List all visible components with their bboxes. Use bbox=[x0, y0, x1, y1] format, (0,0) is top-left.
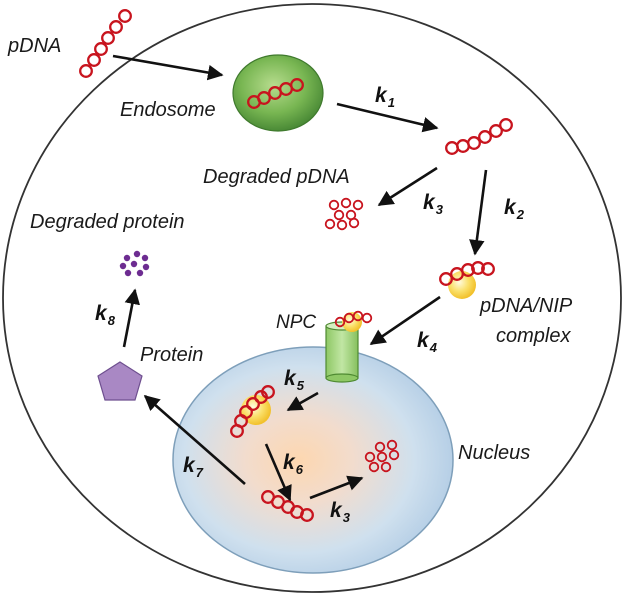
rate-k6: k6 bbox=[283, 451, 303, 477]
rate-k4: k4 bbox=[417, 329, 437, 355]
pdna-ring bbox=[79, 64, 93, 78]
pdna-ring bbox=[376, 451, 388, 463]
pdna-ring bbox=[261, 385, 275, 399]
rate-k2: k2 bbox=[504, 196, 524, 222]
degraded-pdna-label: Degraded pDNA bbox=[203, 166, 350, 188]
pdna-ring bbox=[348, 217, 360, 229]
pdna-ring bbox=[481, 262, 495, 276]
degraded-protein-label: Degraded protein bbox=[30, 211, 185, 233]
pdna-ring bbox=[361, 312, 373, 324]
rate-k7: k7 bbox=[183, 454, 203, 480]
pdna-ring bbox=[499, 118, 513, 132]
pdna-ring bbox=[239, 405, 253, 419]
pdna-ring bbox=[300, 508, 314, 522]
pdna-ring bbox=[336, 219, 348, 231]
arrow-k1 bbox=[336, 102, 439, 133]
pdna-ring bbox=[334, 316, 346, 328]
pdna-fragments-cyto bbox=[324, 197, 364, 231]
pdna-ring bbox=[364, 451, 376, 463]
pdna-ring bbox=[388, 449, 400, 461]
pdna-ring bbox=[87, 53, 101, 67]
pdna-ring bbox=[290, 78, 304, 92]
pdna-ring bbox=[352, 199, 364, 211]
nucleus-label: Nucleus bbox=[458, 442, 531, 464]
arrow-k3-cytoplasm bbox=[377, 166, 438, 207]
pdna-ring bbox=[478, 130, 492, 144]
pdna-ring bbox=[328, 199, 340, 211]
complex-label-line1: pDNA/NIP bbox=[480, 295, 573, 317]
pdna-ring bbox=[471, 261, 485, 275]
endosome-label: Endosome bbox=[120, 99, 216, 121]
pdna-ring bbox=[333, 209, 345, 221]
pdna-rings bbox=[79, 9, 513, 522]
pdna-ring bbox=[324, 218, 336, 230]
rate-k5: k5 bbox=[284, 367, 304, 393]
pdna-chain-complex bbox=[439, 261, 495, 286]
endosome-vesicle bbox=[232, 54, 324, 132]
complex-label-line2: complex bbox=[496, 325, 571, 347]
degraded-protein-dots bbox=[119, 250, 150, 277]
arrow-k3-nucleus bbox=[309, 475, 364, 500]
arrow-k8 bbox=[122, 288, 140, 348]
protein-pentagon bbox=[97, 361, 143, 401]
pdna-ring bbox=[101, 31, 115, 45]
pdna-ring bbox=[368, 461, 380, 473]
arrow-pdna-to-endosome bbox=[112, 54, 224, 81]
rate-k3-nucleus: k3 bbox=[330, 499, 350, 525]
pdna-ring bbox=[461, 263, 475, 277]
pdna-ring bbox=[374, 441, 386, 453]
pdna-chain-npc bbox=[334, 310, 373, 328]
protein-label: Protein bbox=[140, 344, 204, 366]
pdna-ring bbox=[246, 397, 260, 411]
nucleus-body bbox=[172, 346, 454, 574]
pdna-ring bbox=[94, 42, 108, 56]
pdna-ring bbox=[118, 9, 132, 23]
arrow-k4 bbox=[369, 295, 441, 346]
rate-k8: k8 bbox=[95, 302, 115, 328]
arrow-k7 bbox=[143, 394, 246, 485]
nip-particle-cytoplasm bbox=[448, 271, 476, 299]
rate-k3-cytoplasm: k3 bbox=[423, 191, 443, 217]
arrow-k2 bbox=[469, 169, 488, 256]
pdna-ring bbox=[380, 461, 392, 473]
pdna-ring bbox=[467, 136, 481, 150]
pdna-chain-nucleus bbox=[230, 385, 275, 438]
pdna-fragments-nuc bbox=[364, 439, 400, 473]
pdna-ring bbox=[489, 124, 503, 138]
rate-k1: k1 bbox=[375, 84, 395, 110]
pdna-chain-released bbox=[445, 118, 513, 155]
pdna-chain-start bbox=[79, 9, 132, 78]
pdna-ring bbox=[109, 20, 123, 34]
arrow-k6 bbox=[264, 443, 292, 502]
pdna-ring bbox=[386, 439, 398, 451]
pdna-ring bbox=[257, 91, 271, 105]
pdna-ring bbox=[439, 272, 453, 286]
pdna-ring bbox=[340, 197, 352, 209]
npc-label: NPC bbox=[276, 312, 317, 333]
pdna-chain-endosome bbox=[247, 78, 304, 109]
arrow-k5 bbox=[286, 391, 319, 412]
pdna-label: pDNA bbox=[8, 35, 62, 57]
